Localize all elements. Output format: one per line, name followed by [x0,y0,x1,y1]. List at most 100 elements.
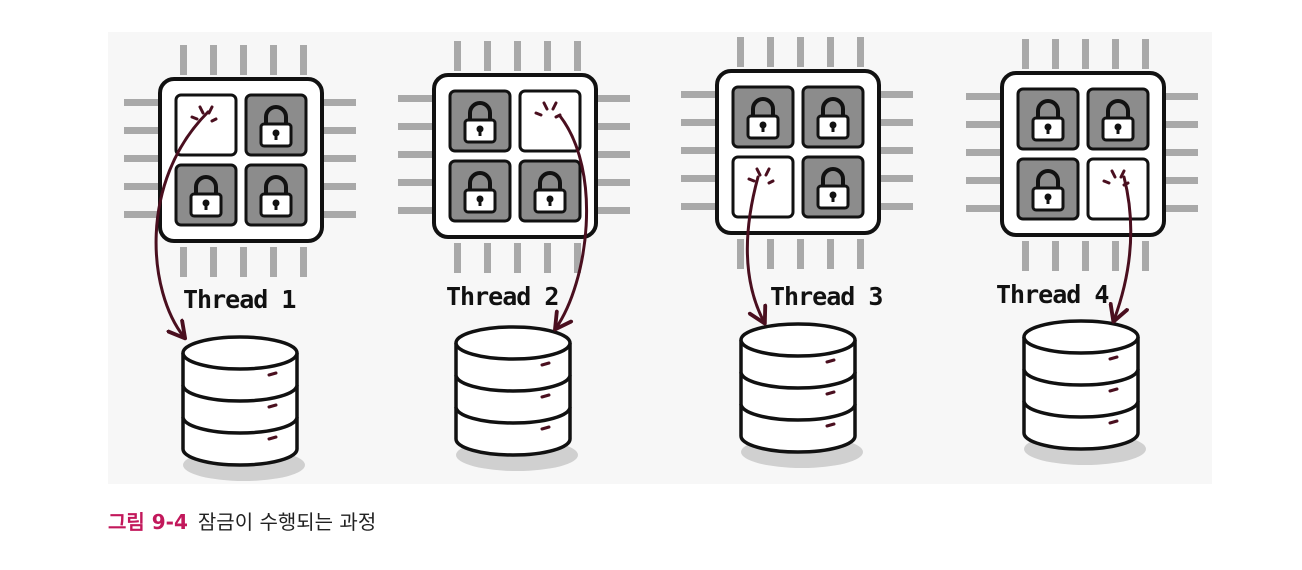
thread-group: Thread 4 [966,39,1198,465]
thread-label: Thread 4 [996,280,1108,309]
chip-pin [596,207,630,214]
chip-pin [180,247,187,277]
chip-pin [574,41,581,71]
chip-pin [1164,93,1198,100]
chip-pin [210,45,217,75]
chip-pin [300,45,307,75]
thread-label: Thread 1 [183,285,295,314]
thread-label: Thread 2 [446,282,558,311]
chip-pin [966,149,1000,156]
database-led [1108,387,1119,393]
chip-pin [596,179,630,186]
lock-keyhole [1046,127,1050,134]
chip-pin [797,37,804,67]
chip-pin [827,239,834,269]
database-led [267,403,278,409]
chip-pin [514,41,521,71]
lock-keyhole [831,125,835,132]
chip-pin [454,243,461,273]
arrow-icon [556,114,589,328]
chip-pin [398,179,432,186]
lock-shackle [194,175,218,195]
database-icon [454,325,578,471]
chip-pin [398,123,432,130]
chip-pin [1022,241,1029,271]
database-top [1022,319,1140,355]
chip-pin [879,203,913,210]
chip-pin [857,37,864,67]
chip-pin [1082,39,1089,69]
chip-pin [681,203,715,210]
chip-pin [879,119,913,126]
chip-pin [596,151,630,158]
lock-icon [189,175,223,218]
chip-pin [322,211,356,218]
cpu-chip-icon [681,37,913,269]
chip-pin [124,183,158,190]
lock-keyhole [548,199,552,206]
chip-pin [767,239,774,269]
lock-shackle [264,175,288,195]
spark-mark [198,105,205,115]
lock-shackle [821,97,845,117]
chip-pin [681,119,715,126]
spark-mark [534,111,543,117]
chip-pin [1142,39,1149,69]
chip-pin [879,175,913,182]
locking-diagram: Thread 1 Thread 2 Thread 3 Thread 4 [124,37,1198,481]
free-core [731,155,795,219]
lock-shackle [538,171,562,191]
chip-pin [966,177,1000,184]
chip-pin [737,239,744,269]
spark-mark [747,177,756,183]
chip-pin [1142,241,1149,271]
arrow-icon [1114,175,1133,320]
chip-pin [827,37,834,67]
chip-pin [966,205,1000,212]
lock-icon [1031,99,1065,142]
chip-pin [124,155,158,162]
database-led [825,390,836,396]
chip-pin [681,175,715,182]
database-led [540,361,551,367]
lock-icon [463,171,497,214]
chip-pin [300,247,307,277]
database-led [1108,419,1119,425]
lock-icon [463,101,497,144]
chip-pin [1112,241,1119,271]
chip-pin [322,99,356,106]
chip-pin [270,45,277,75]
thread-group: Thread 1 [124,45,356,481]
lock-icon [259,105,293,148]
database-led [540,393,551,399]
spark-mark [1110,169,1117,179]
lock-icon [1031,169,1065,212]
lock-shackle [264,105,288,125]
chip-pin [484,243,491,273]
chip-pin [322,183,356,190]
spark-mark [551,101,558,111]
figure-number: 그림 9-4 [108,510,188,534]
chip-pin [270,247,277,277]
thread-group: Thread 3 [681,37,913,468]
chip-pin [398,151,432,158]
database-led [825,422,836,428]
lock-icon [259,175,293,218]
lock-shackle [468,171,492,191]
lock-keyhole [274,133,278,140]
cpu-chip-icon [124,45,356,277]
database-led [825,358,836,364]
cpu-chip-icon [966,39,1198,271]
spark-mark [764,167,771,177]
lock-keyhole [831,195,835,202]
database-led [540,425,551,431]
lock-keyhole [204,203,208,210]
chip-pin [124,211,158,218]
chip-pin [1164,205,1198,212]
chip-pin [1052,241,1059,271]
spark-mark [210,117,218,123]
arrow-icon [745,175,764,322]
database-top [739,322,857,358]
chip-pin [124,99,158,106]
chip-pin [681,147,715,154]
